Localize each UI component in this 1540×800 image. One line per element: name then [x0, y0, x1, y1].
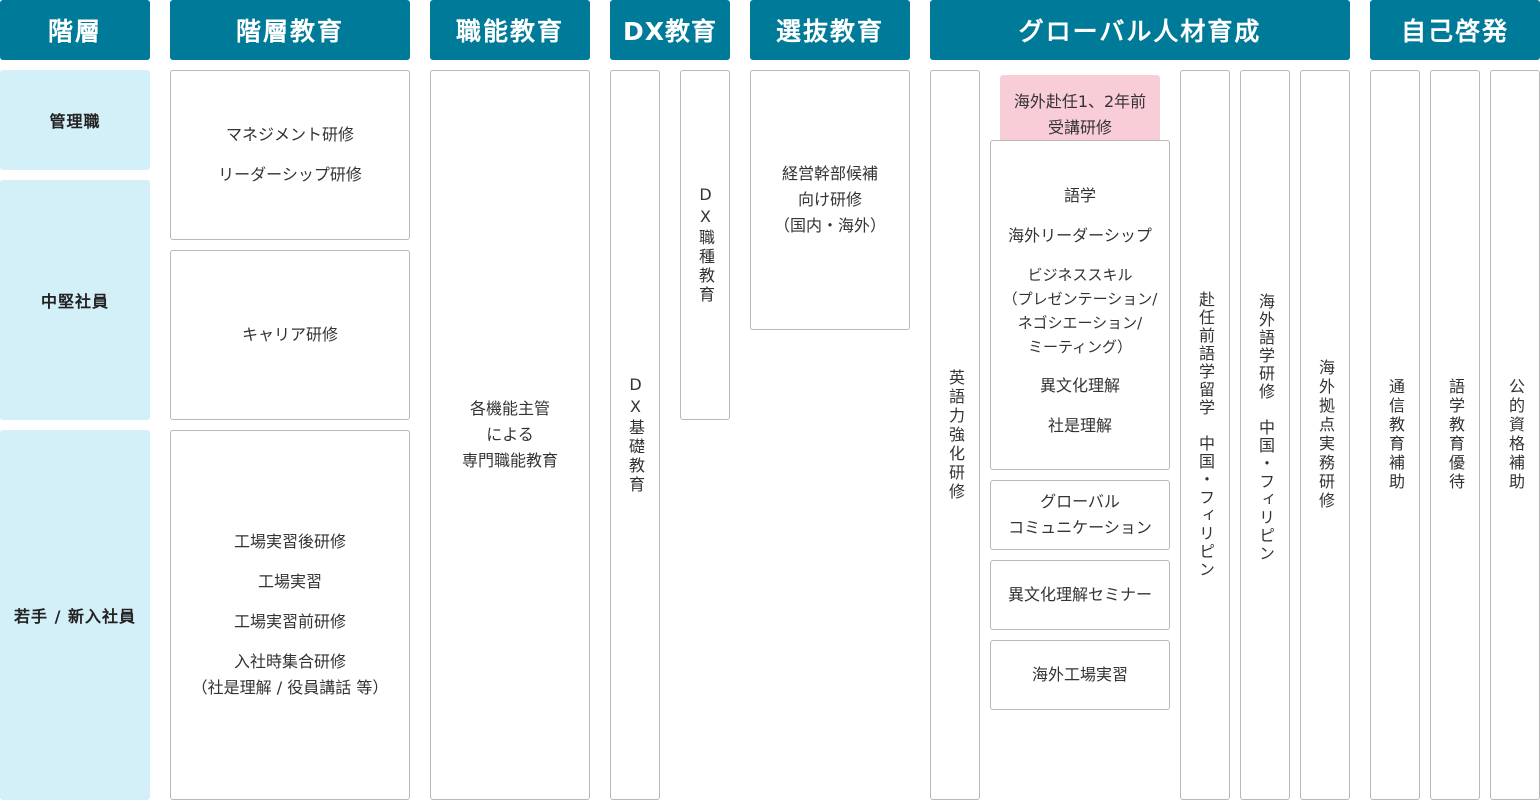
header-selection-education: 選抜教育 — [750, 0, 910, 60]
overseas-base-practice-text: 海外拠点実務研修 — [1316, 359, 1335, 511]
selection-education-box: 経営幹部候補 向け研修 （国内・海外） — [750, 70, 910, 330]
overseas-factory-box: 海外工場実習 — [990, 640, 1170, 710]
qualification-support-box: 公的資格補助 — [1490, 70, 1540, 800]
selection-education-text: 経営幹部候補 向け研修 （国内・海外） — [773, 164, 886, 235]
factory-practice: 工場実習 — [257, 572, 322, 591]
pre-factory-training: 工場実習前研修 — [233, 612, 346, 631]
cross-cultural-seminar-text: 異文化理解セミナー — [1007, 585, 1152, 604]
career-training: キャリア研修 — [241, 325, 338, 344]
global-communication-text: グローバル コミュニケーション — [1008, 492, 1152, 537]
overseas-factory-text: 海外工場実習 — [1031, 665, 1128, 684]
post-factory-training: 工場実習後研修 — [233, 532, 346, 551]
global-communication-box: グローバル コミュニケーション — [990, 480, 1170, 550]
functional-education-text: 各機能主管 による 専門職能教育 — [461, 399, 558, 470]
pre-assignment-topics-box: 語学 海外リーダーシップ ビジネススキル （プレゼンテーション/ ネゴシエーショ… — [990, 140, 1170, 470]
hierarchy-management-box: マネジメント研修 リーダーシップ研修 — [170, 70, 410, 240]
cross-cultural-seminar-box: 異文化理解セミナー — [990, 560, 1170, 630]
header-dx-education: DX教育 — [610, 0, 730, 60]
topic-language: 語学 — [1063, 186, 1096, 205]
level-management: 管理職 — [0, 70, 150, 170]
qualification-support-text: 公的資格補助 — [1506, 378, 1525, 492]
overseas-language-training-text: 海外語学研修 中国・フィリピン — [1256, 293, 1275, 563]
correspondence-support-text: 通信教育補助 — [1386, 378, 1405, 492]
overseas-base-practice-box: 海外拠点実務研修 — [1300, 70, 1350, 800]
language-benefit-box: 語学教育優待 — [1430, 70, 1480, 800]
dx-job-box: DX職種教育 — [680, 70, 730, 420]
overseas-language-training-box: 海外語学研修 中国・フィリピン — [1240, 70, 1290, 800]
functional-education-box: 各機能主管 による 専門職能教育 — [430, 70, 590, 800]
orientation-training: 入社時集合研修 （社是理解 / 役員講話 等） — [191, 652, 389, 697]
pre-study-abroad-box: 赴任前語学留学 中国・フィリピン — [1180, 70, 1230, 800]
english-training-box: 英語力強化研修 — [930, 70, 980, 800]
english-training-text: 英語力強化研修 — [946, 368, 965, 502]
header-functional-education: 職能教育 — [430, 0, 590, 60]
correspondence-support-box: 通信教育補助 — [1370, 70, 1420, 800]
header-hierarchy-education: 階層教育 — [170, 0, 410, 60]
management-training: マネジメント研修 — [225, 125, 354, 144]
topic-overseas-leadership: 海外リーダーシップ — [1008, 226, 1152, 245]
pre-study-abroad-text: 赴任前語学留学 中国・フィリピン — [1196, 291, 1215, 579]
dx-basic-text: DX基礎教育 — [626, 375, 645, 495]
topic-cross-cultural: 異文化理解 — [1039, 376, 1120, 395]
level-young-new: 若手 / 新入社員 — [0, 430, 150, 800]
leadership-training: リーダーシップ研修 — [218, 165, 362, 184]
topic-company-motto: 社是理解 — [1047, 416, 1112, 435]
hierarchy-young-box: 工場実習後研修 工場実習 工場実習前研修 入社時集合研修 （社是理解 / 役員講… — [170, 430, 410, 800]
header-global-development: グローバル人材育成 — [930, 0, 1350, 60]
header-level: 階層 — [0, 0, 150, 60]
dx-job-text: DX職種教育 — [696, 185, 715, 305]
dx-basic-box: DX基礎教育 — [610, 70, 660, 800]
topic-business-skills: ビジネススキル （プレゼンテーション/ ネゴシエーション/ ミーティング） — [1002, 266, 1158, 356]
header-self-development: 自己啓発 — [1370, 0, 1540, 60]
pre-assignment-text: 海外赴任1、2年前 受講研修 — [1013, 92, 1147, 137]
language-benefit-text: 語学教育優待 — [1446, 378, 1465, 492]
hierarchy-mid-career-box: キャリア研修 — [170, 250, 410, 420]
level-mid-career: 中堅社員 — [0, 180, 150, 420]
